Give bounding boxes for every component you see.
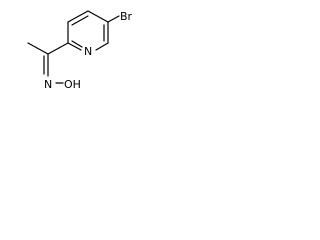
ring-double-bond-n-c2 [71, 40, 83, 48]
bond-c2-c-alpha [47, 42, 69, 55]
structure-canvas: Br N N OH [0, 0, 160, 119]
ring-double-bond-c3-c4 [71, 15, 89, 26]
bond-c-alpha-methyl [27, 42, 49, 55]
ring-bond-c4-c5 [87, 10, 109, 23]
ring-bond-n-c2 [67, 42, 82, 51]
ring-bond-c6-n [95, 42, 109, 51]
atom-label-hydroxyl: OH [64, 78, 81, 91]
chemical-structure: Br N N OH [27, 10, 133, 91]
atom-label-oxime-nitrogen: N [44, 78, 52, 91]
ring-bond-c3-c4 [67, 10, 89, 23]
atom-label-ring-nitrogen: N [84, 45, 92, 58]
bond-c6-br [107, 15, 120, 23]
atom-label-bromine: Br [120, 10, 133, 23]
